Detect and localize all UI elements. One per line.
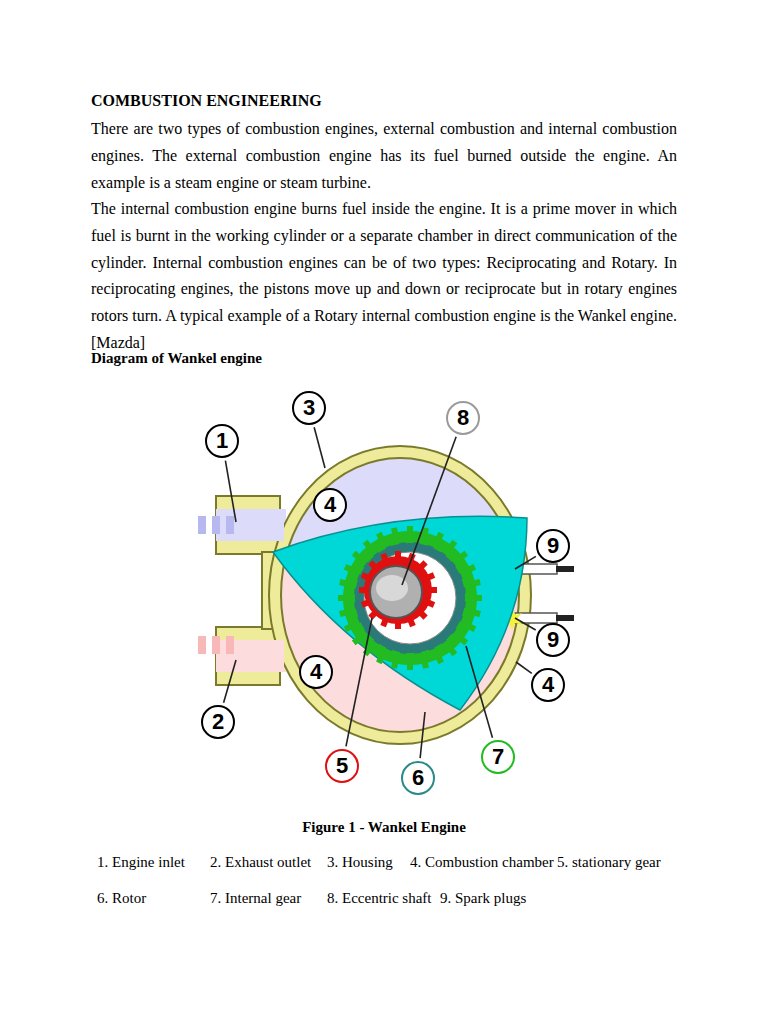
- callout-number: 4: [313, 488, 347, 522]
- callout-label: 2: [212, 711, 224, 733]
- callout-label: 4: [310, 661, 322, 683]
- callout-label: 1: [216, 430, 228, 452]
- part-list-item: 3. Housing: [327, 854, 393, 871]
- leader-line: [225, 461, 236, 522]
- part-list-item: 4. Combustion chamber: [410, 854, 554, 871]
- callout-label: 6: [412, 767, 424, 789]
- callout-number: 2: [201, 705, 235, 739]
- callout-number: 5: [325, 749, 359, 783]
- callout-number: 8: [446, 401, 480, 435]
- body-paragraph: There are two types of combustion engine…: [91, 116, 677, 196]
- callout-label: 8: [457, 407, 469, 429]
- callout-number: 3: [292, 391, 326, 425]
- callout-label: 9: [547, 535, 559, 557]
- part-list-item: 9. Spark plugs: [440, 890, 526, 907]
- callout-label: 4: [542, 674, 554, 696]
- leader-line: [420, 712, 425, 758]
- callout-label: 5: [336, 755, 348, 777]
- gears: [338, 526, 482, 670]
- part-list-item: 1. Engine inlet: [97, 854, 185, 871]
- leader-lines: [224, 427, 536, 758]
- callout-number: 4: [531, 668, 565, 702]
- leader-line: [466, 646, 492, 738]
- section-heading: Diagram of Wankel engine: [91, 350, 262, 367]
- part-list-item: 6. Rotor: [97, 890, 146, 907]
- callout-number: 9: [536, 623, 570, 657]
- callout-label: 9: [547, 629, 559, 651]
- port-flow-marks: [198, 516, 234, 654]
- rotor: [273, 516, 527, 710]
- callout-number: 4: [299, 655, 333, 689]
- part-list-item: 5. stationary gear: [557, 854, 661, 871]
- leader-line: [515, 618, 536, 630]
- callout-label: 7: [492, 746, 504, 768]
- callout-number: 9: [536, 529, 570, 563]
- part-list-item: 8. Eccentric shaft: [327, 890, 432, 907]
- leader-line: [224, 660, 236, 703]
- callout-number: 1: [205, 424, 239, 458]
- callout-label: 4: [324, 494, 336, 516]
- leader-line: [314, 427, 325, 468]
- figure-caption: Figure 1 - Wankel Engine: [0, 819, 768, 836]
- leader-line: [515, 556, 536, 569]
- leader-line: [402, 437, 456, 585]
- callout-label: 3: [303, 397, 315, 419]
- document-title: COMBUSTION ENGINEERING: [91, 92, 322, 110]
- part-list-item: 7. Internal gear: [210, 890, 301, 907]
- callout-number: 7: [481, 740, 515, 774]
- body-paragraph: The internal combustion engine burns fue…: [91, 196, 677, 357]
- leader-line: [516, 662, 532, 673]
- combustion-chambers: [250, 440, 550, 760]
- leader-line: [346, 618, 372, 746]
- callout-number: 6: [401, 761, 435, 795]
- part-list-item: 2. Exhaust outlet: [210, 854, 311, 871]
